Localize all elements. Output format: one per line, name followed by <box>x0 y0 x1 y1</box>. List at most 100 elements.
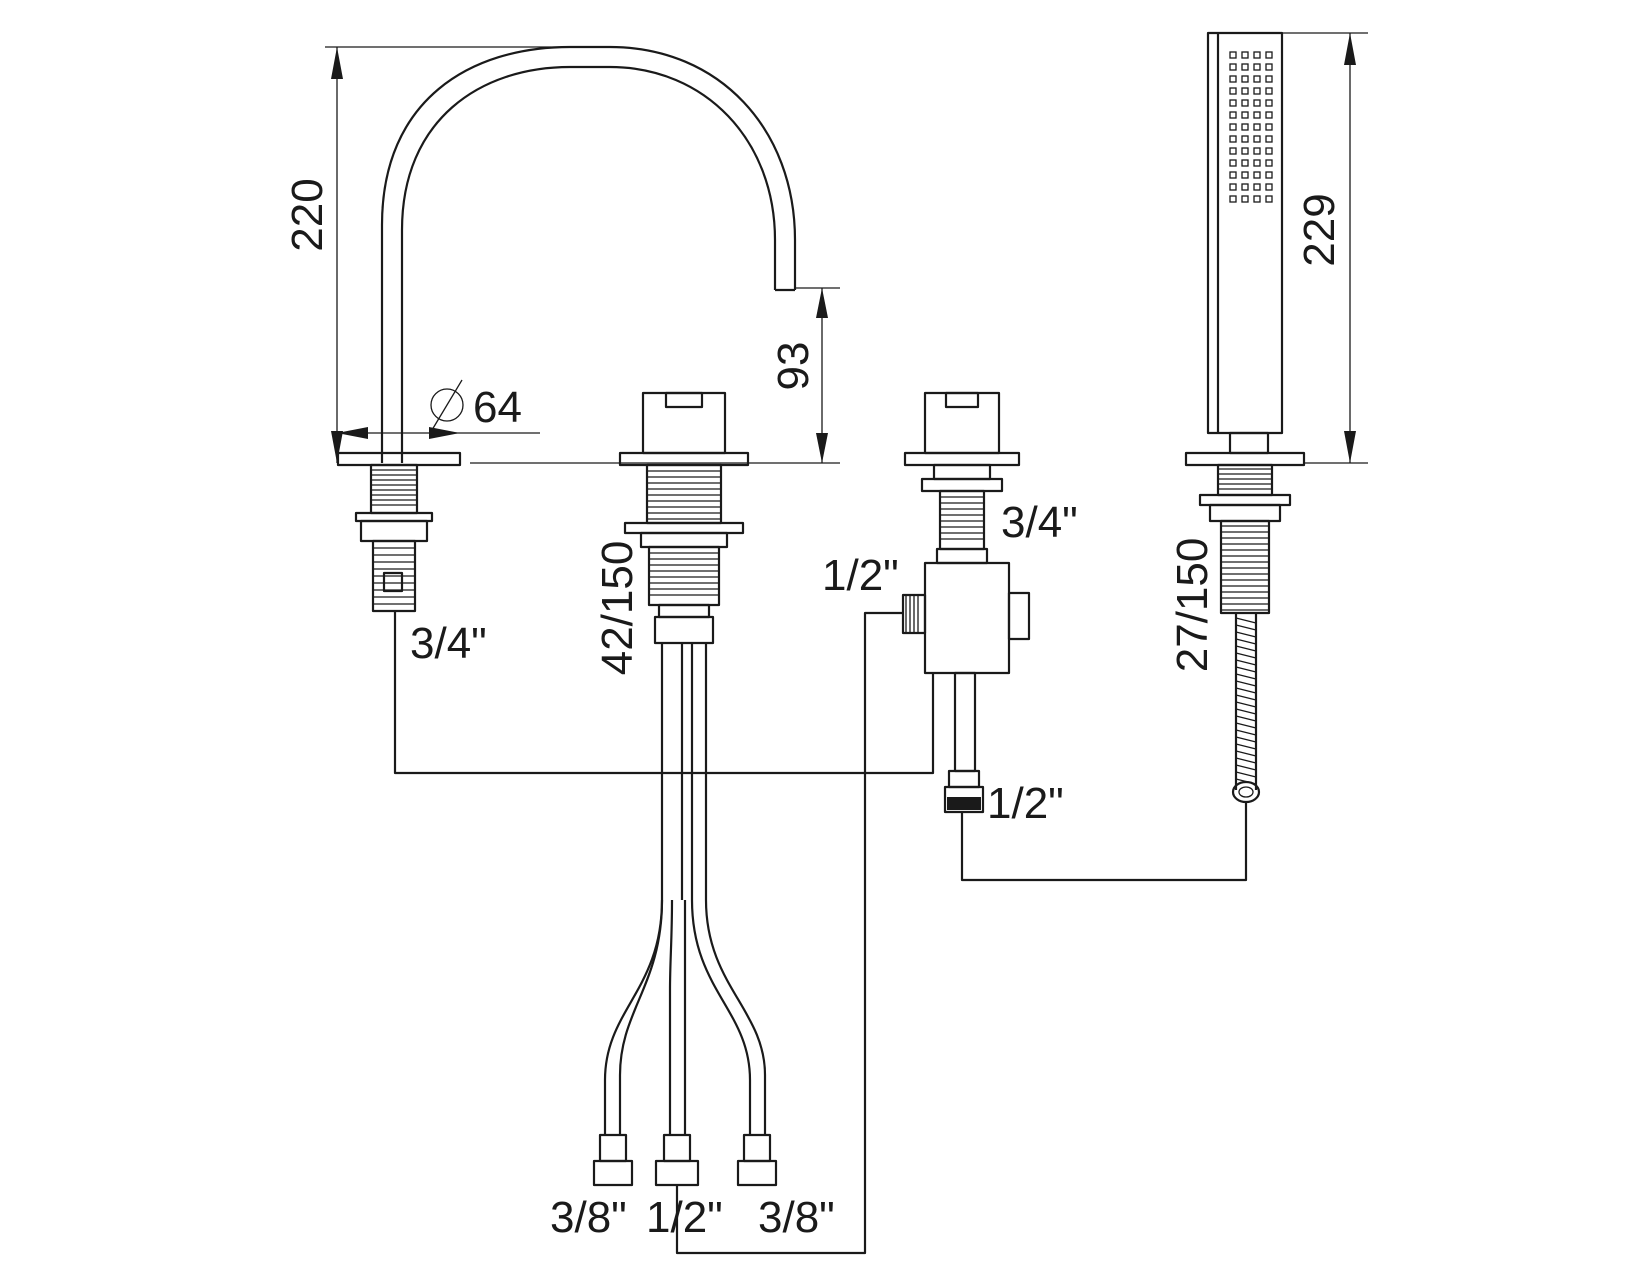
spout-thread-upper <box>369 463 419 515</box>
nozzle <box>1241 123 1249 131</box>
dim-64-arrow-right <box>429 427 460 439</box>
diverter-thread <box>938 489 986 551</box>
spout-nut <box>359 519 429 543</box>
nozzle <box>1229 111 1237 119</box>
nozzle <box>1253 75 1261 83</box>
nozzle <box>1265 183 1273 191</box>
diverter-handle-notch <box>944 391 980 409</box>
dim-64-arrow-left <box>337 427 368 439</box>
pipe-spout-to-diverter <box>393 611 935 775</box>
hose-center <box>668 899 687 1135</box>
hose-right-nut <box>736 1159 778 1187</box>
hose-braid-line <box>1235 771 1257 778</box>
dim-229-label: 229 <box>1295 193 1344 266</box>
dim-93-arrow-bottom <box>816 433 828 463</box>
mixer-threads-upper <box>647 470 721 520</box>
handshower-hose <box>1234 613 1258 790</box>
diverter-body <box>923 561 1011 675</box>
spout <box>336 45 797 613</box>
hose-braid-line <box>1235 757 1257 764</box>
pipe-hose-center-to-diverter <box>675 611 903 1255</box>
handshower-holder-collar <box>1228 431 1270 455</box>
hose-braid-line <box>1235 645 1257 652</box>
diverter-inlet-threads <box>905 595 919 633</box>
mixer-thread-lower <box>647 545 721 607</box>
handshower-base-plate <box>1184 451 1306 467</box>
hose-right <box>690 643 767 1135</box>
nozzle <box>1241 51 1249 59</box>
handshower-thread-lower <box>1219 519 1271 615</box>
hose-right-ferrule <box>742 1133 772 1163</box>
nozzle <box>1229 195 1237 203</box>
diverter-outlet-collar <box>947 769 981 789</box>
label-hose-center: 1/2" <box>646 1193 723 1242</box>
spout-hex-socket <box>382 571 404 593</box>
nozzle <box>1229 63 1237 71</box>
hose-braid-line <box>1235 694 1257 701</box>
mixer-hose-collar <box>657 603 711 619</box>
diverter-side-cap <box>1007 591 1031 641</box>
hose-left-nut <box>592 1159 634 1187</box>
handshower-hose-braid <box>1235 617 1257 785</box>
hose-braid-line <box>1235 687 1257 694</box>
nozzle <box>1253 171 1261 179</box>
nozzle <box>1253 159 1261 167</box>
spout-threads-upper <box>371 469 417 506</box>
spout-washer <box>354 511 434 523</box>
nozzle <box>1229 159 1237 167</box>
hose-braid-line <box>1235 624 1257 631</box>
nozzle <box>1253 111 1261 119</box>
nozzle <box>1229 123 1237 131</box>
nozzle <box>1241 63 1249 71</box>
dim-220-arrow-bottom <box>331 431 343 463</box>
nozzle <box>1265 51 1273 59</box>
nozzle <box>1265 159 1273 167</box>
nozzle <box>1253 183 1261 191</box>
hose-braid-line <box>1235 638 1257 645</box>
pipe-diverter-to-handshower <box>960 802 1248 882</box>
handshower-washer <box>1198 493 1292 507</box>
nozzle <box>1229 51 1237 59</box>
nozzle <box>1241 135 1249 143</box>
nozzle <box>1241 183 1249 191</box>
nozzle <box>1253 147 1261 155</box>
nozzle <box>1253 135 1261 143</box>
hose-braid-line <box>1235 666 1257 673</box>
nozzle <box>1265 135 1273 143</box>
dim-64-label: 64 <box>473 383 522 432</box>
hose-braid-line <box>1235 722 1257 729</box>
hose-braid-line <box>1235 708 1257 715</box>
handshower-threads <box>1218 468 1272 611</box>
nozzle <box>1229 135 1237 143</box>
nozzle <box>1253 123 1261 131</box>
nozzle <box>1253 87 1261 95</box>
hose-braid-line <box>1235 715 1257 722</box>
nozzle <box>1241 87 1249 95</box>
diverter-outlet-thread-hatch <box>947 797 981 810</box>
hose-braid-line <box>1235 617 1257 624</box>
hose-center-ferrule <box>662 1133 692 1163</box>
label-hose-left: 3/8" <box>550 1193 627 1242</box>
spout-body-outer <box>380 45 797 463</box>
handshower <box>1184 31 1306 804</box>
nozzle <box>1241 147 1249 155</box>
mixer-hose-coupling <box>653 615 715 645</box>
hose-braid-line <box>1235 652 1257 659</box>
nozzle <box>1265 87 1273 95</box>
hose-left-ferrule <box>598 1133 628 1163</box>
mixer-washer <box>623 521 745 535</box>
mixer-handle <box>641 391 727 455</box>
dim-93-arrow-top <box>816 288 828 318</box>
nozzle <box>1265 75 1273 83</box>
hose-braid-line <box>1235 764 1257 771</box>
nozzle <box>1253 99 1261 107</box>
handshower-nozzles <box>1229 51 1273 203</box>
diverter-lower-nut <box>935 547 989 565</box>
label-diverter-shank-thread: 3/4" <box>1001 498 1078 547</box>
diverter-collar <box>932 463 992 481</box>
nozzle <box>1241 171 1249 179</box>
nozzle <box>1265 99 1273 107</box>
dim-93-label: 93 <box>769 342 818 391</box>
nozzle <box>1265 111 1273 119</box>
